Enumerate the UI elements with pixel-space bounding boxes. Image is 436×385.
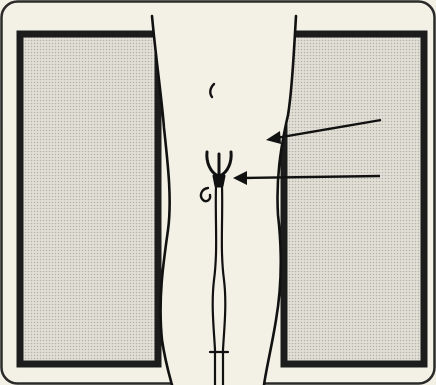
right-shaded-panel [284, 34, 424, 364]
left-shaded-panel [20, 34, 158, 364]
